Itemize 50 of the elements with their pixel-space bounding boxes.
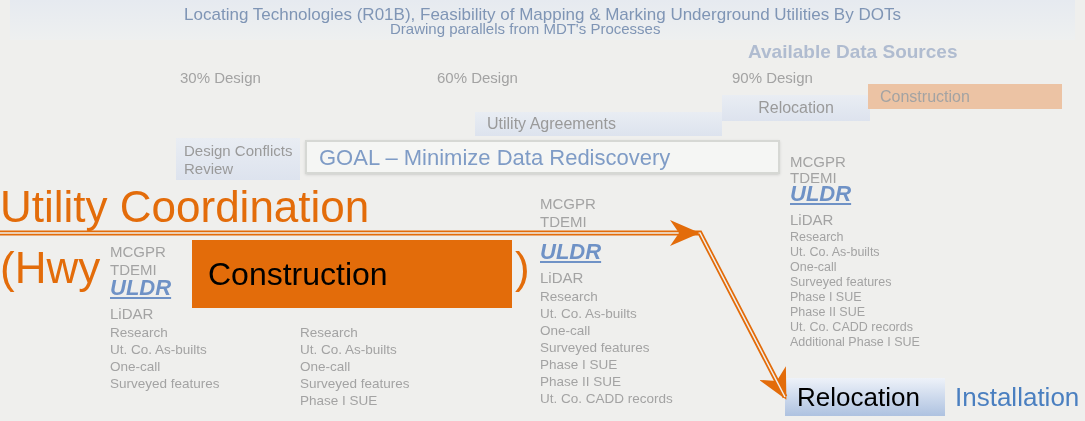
heading-text: (Hwy [0,243,101,292]
data-source-label: Phase I SUE [790,290,862,304]
installation-text: Installation [955,382,1080,412]
heading-text: Utility Coordination [0,182,470,232]
data-source-label: TDEMI [540,213,587,230]
section-heading: Available Data Sources [748,41,958,62]
data-source-label: Surveyed features [540,340,650,355]
data-source-label: ULDR [110,275,172,300]
data-source-label: Phase II SUE [790,305,866,319]
data-source-label: Ut. Co. As-builts [110,342,207,357]
construction-box: Construction [192,240,512,308]
data-source-label: Ut. Co. CADD records [790,320,913,334]
data-source-label: TDEMI [790,169,837,186]
phase-band: Construction [868,84,1062,109]
data-source-label: LiDAR [110,305,154,322]
data-source-label: Research [790,230,844,244]
data-source-label: Research [540,289,598,304]
data-source-label: Ut. Co. As-builts [540,306,637,321]
data-source-label: Research [300,325,358,340]
title: Locating Technologies (R01B), Feasibility of Mapping & Marking Underground Utilities By DOTs [184,5,901,24]
data-source-label: Ut. Co. CADD records [540,391,673,406]
data-source-label: ULDR [540,239,602,264]
data-source-label: MCGPR [790,153,846,170]
phase-band: Utility Agreements [475,112,722,136]
data-source-label: Phase I SUE [540,357,618,372]
phase-band: Design Conflicts Review [176,138,300,180]
data-source-label: One-call [300,359,351,374]
data-source-label: Surveyed features [790,275,892,289]
data-source-label: Research [110,325,168,340]
relocation-box: Relocation [785,378,945,416]
data-source-label: LiDAR [540,269,584,286]
data-source-label: Surveyed features [110,376,220,391]
data-source-label: MCGPR [540,195,596,212]
data-source-label: TDEMI [110,261,157,278]
milestone-label: 60% Design [437,69,518,86]
heading-text: ) [515,243,530,292]
data-source-label: LiDAR [790,211,834,228]
phase-band: Relocation [722,95,870,121]
data-source-label: One-call [540,323,591,338]
data-source-label: Phase II SUE [540,374,622,389]
data-source-label: One-call [110,359,161,374]
goal-box: GOAL – Minimize Data Rediscovery [305,140,780,174]
data-source-label: Phase I SUE [300,393,378,408]
data-source-label: One-call [790,260,837,274]
data-source-label: Ut. Co. As-builts [300,342,397,357]
data-source-label: Surveyed features [300,376,410,391]
data-source-label: MCGPR [110,243,166,260]
milestone-label: 90% Design [732,69,813,86]
data-source-label: Ut. Co. As-builts [790,245,880,259]
milestone-label: 30% Design [180,69,261,86]
